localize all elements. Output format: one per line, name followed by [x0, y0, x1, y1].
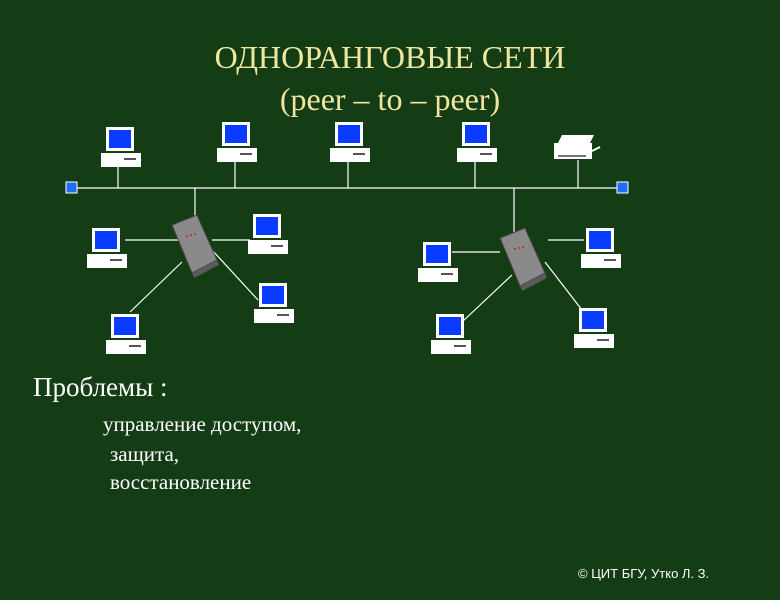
copyright-footer: © ЦИТ БГУ, Утко Л. З.: [578, 566, 710, 581]
hub-icon: [171, 214, 220, 279]
hub-cable: [544, 261, 583, 311]
terminator-icon: [65, 181, 78, 194]
computer-icon: [581, 228, 621, 268]
computer-icon: [217, 122, 257, 162]
terminator-icon: [616, 181, 629, 194]
hub-cable: [129, 261, 183, 313]
page-subtitle: (peer – to – peer): [279, 81, 501, 117]
computer-icon: [101, 127, 141, 167]
computer-icon: [254, 283, 294, 323]
computer-icon: [330, 122, 370, 162]
computer-icon: [87, 228, 127, 268]
problems-heading: Проблемы :: [33, 372, 168, 402]
network-cables: [72, 160, 622, 323]
computer-icon: [248, 214, 288, 254]
computer-icon: [574, 308, 614, 348]
hub-icon: [499, 227, 548, 292]
hub-cable: [211, 249, 259, 301]
problem-item: управление доступом,: [103, 412, 302, 436]
computer-icon: [106, 314, 146, 354]
problem-item: восстановление: [110, 470, 252, 494]
computer-icon: [418, 242, 458, 282]
page-title: ОДНОРАНГОВЫЕ СЕТИ: [214, 39, 566, 75]
hub-cable: [461, 274, 513, 323]
problem-item: защита,: [110, 442, 180, 466]
printer-icon: [553, 134, 601, 160]
computer-icon: [457, 122, 497, 162]
